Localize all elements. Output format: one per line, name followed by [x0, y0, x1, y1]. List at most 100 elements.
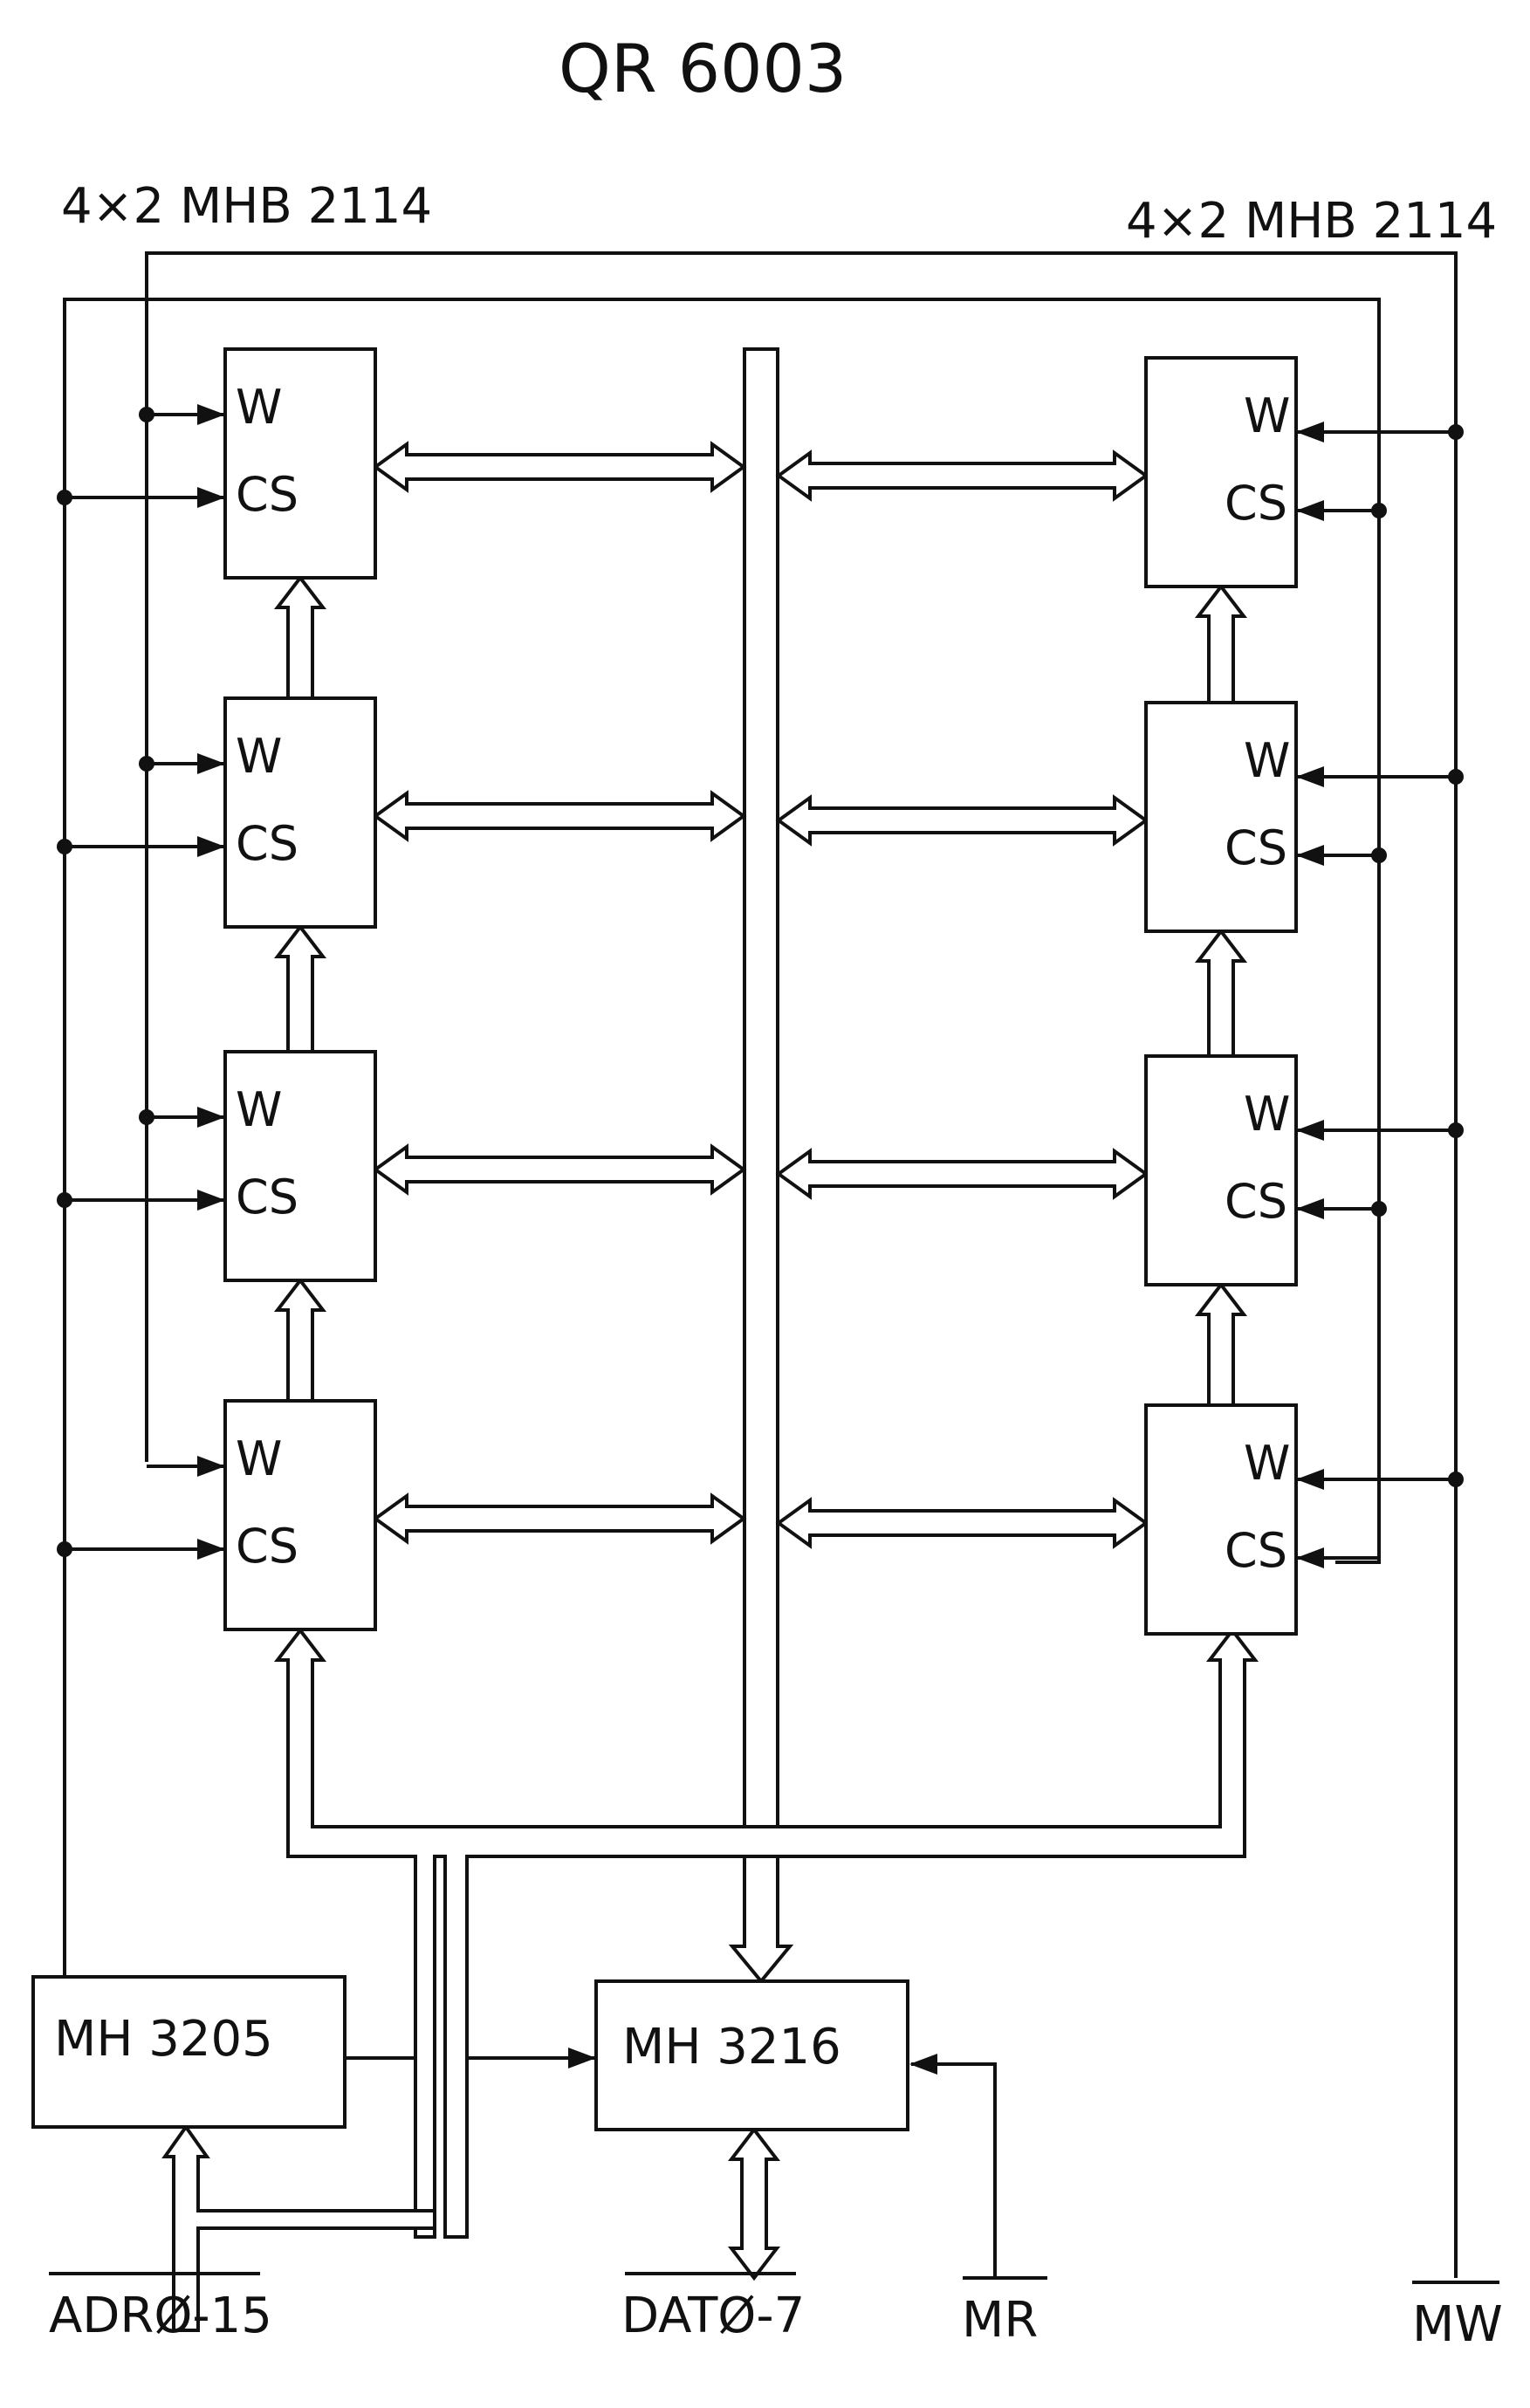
- mr-wire: [911, 2062, 997, 2278]
- cs-junction-dot: [57, 839, 72, 854]
- memory-chip-body: [1144, 1403, 1298, 1636]
- cs-arrowhead: [1296, 845, 1324, 866]
- memory-chip-body: [1144, 701, 1298, 933]
- right-chip-data-arrow: [775, 449, 1149, 502]
- left-memory-chip: W CS: [223, 696, 377, 929]
- right-memory-chip: W CS: [1144, 1403, 1298, 1636]
- w-junction-dot: [1448, 424, 1464, 440]
- mw-line: [145, 251, 1458, 2278]
- adr-input-bus: [161, 2123, 436, 2332]
- pin-cs-label: CS: [236, 1519, 298, 1574]
- pin-cs-label: CS: [1225, 476, 1287, 531]
- cs-junction-dot: [57, 1541, 72, 1557]
- buffer-chip: MH 3216: [594, 1979, 909, 2131]
- central-data-bus: [728, 347, 794, 1985]
- signal-memory-write-label: MW: [1412, 2296, 1503, 2353]
- cs-arrowhead: [197, 836, 225, 857]
- pin-w-label: W: [1244, 1436, 1290, 1491]
- right-address-bus-segment: [1194, 1281, 1248, 1407]
- memory-chip-body: [223, 1399, 377, 1631]
- right-memory-chip: W CS: [1144, 1054, 1298, 1286]
- cs-arrowhead: [1296, 1547, 1324, 1568]
- pin-cs-label: CS: [1225, 1523, 1287, 1578]
- decoder-chip-label: MH 3205: [54, 2011, 273, 2068]
- cs-arrowhead: [197, 487, 225, 508]
- pin-cs-label: CS: [236, 467, 298, 522]
- pin-w-label: W: [1244, 388, 1290, 443]
- cs-arrowhead: [1296, 500, 1324, 521]
- signal-memory-read: MR: [962, 2276, 1047, 2349]
- diagram-title: QR 6003: [559, 30, 847, 107]
- w-junction-dot: [1448, 1122, 1464, 1138]
- left-group-label: 4×2 MHB 2114: [61, 178, 432, 235]
- cs-junction-dot: [57, 1192, 72, 1208]
- left-address-bus-segment: [273, 923, 327, 1053]
- bus-lines: [161, 347, 1259, 2332]
- w-arrowhead: [1296, 1469, 1324, 1490]
- left-address-bus-segment: [273, 1277, 327, 1403]
- w-arrowhead: [1296, 1120, 1324, 1141]
- signal-memory-write: MW: [1412, 2281, 1503, 2353]
- cs-junction-dot: [1371, 503, 1387, 518]
- left-memory-chip: W CS: [223, 1399, 377, 1631]
- pin-w-label: W: [236, 380, 282, 435]
- w-junction-dot: [139, 407, 154, 422]
- decoder-chip: MH 3205: [31, 1975, 346, 2129]
- w-arrowhead: [197, 1107, 225, 1128]
- left-chip-data-arrow: [372, 1492, 747, 1545]
- left-chip-data-arrow: [372, 441, 747, 493]
- left-chip-data-arrow: [372, 790, 747, 842]
- right-group-label: 4×2 MHB 2114: [1126, 193, 1497, 250]
- dat-output-bus: [727, 2126, 781, 2281]
- w-arrowhead: [197, 1456, 225, 1477]
- memory-chip-body: [1144, 1054, 1298, 1286]
- w-arrowhead: [1296, 766, 1324, 787]
- memory-chips: W CS W CS W CS W CS W CS W CS W CS W CS: [223, 347, 1298, 1636]
- pin-w-label: W: [236, 1082, 282, 1137]
- control-wires: [57, 251, 1464, 2278]
- left-address-bus-segment: [273, 574, 327, 700]
- w-arrowhead: [1296, 422, 1324, 442]
- w-junction-dot: [1448, 1472, 1464, 1487]
- memory-chip-body: [1144, 356, 1298, 588]
- mr-arrowhead: [909, 2054, 937, 2075]
- cs-arrowhead: [1296, 1198, 1324, 1219]
- cs-junction-dot: [1371, 847, 1387, 863]
- right-chip-data-arrow: [775, 794, 1149, 847]
- signal-address-bus-label: ADRØ-15: [49, 2288, 272, 2344]
- cs-arrowhead: [197, 1539, 225, 1560]
- pin-cs-label: CS: [236, 1170, 298, 1225]
- w-junction-dot: [1448, 769, 1464, 785]
- memory-chip-body: [223, 347, 377, 580]
- left-chip-data-arrow: [372, 1143, 747, 1196]
- right-memory-chip: W CS: [1144, 356, 1298, 588]
- pin-w-label: W: [236, 1431, 282, 1486]
- left-memory-chip: W CS: [223, 1050, 377, 1282]
- left-memory-chip: W CS: [223, 347, 377, 580]
- right-chip-data-arrow: [775, 1148, 1149, 1200]
- cs-arrowhead: [197, 1190, 225, 1211]
- pin-cs-label: CS: [1225, 820, 1287, 875]
- memory-chip-body: [223, 1050, 377, 1282]
- cs-junction-dot: [1371, 1201, 1387, 1217]
- right-memory-chip: W CS: [1144, 701, 1298, 933]
- memory-chip-body: [223, 696, 377, 929]
- pin-cs-label: CS: [236, 816, 298, 871]
- signal-memory-read-label: MR: [962, 2292, 1038, 2349]
- pin-w-label: W: [1244, 1087, 1290, 1142]
- pin-w-label: W: [236, 729, 282, 784]
- pin-w-label: W: [1244, 733, 1290, 788]
- w-arrowhead: [197, 753, 225, 774]
- signal-data-bus-label: DATØ-7: [621, 2288, 805, 2344]
- w-junction-dot: [139, 756, 154, 772]
- buffer-chip-label: MH 3216: [622, 2019, 841, 2075]
- cs-line: [63, 298, 1381, 1977]
- pin-cs-label: CS: [1225, 1174, 1287, 1229]
- w-junction-dot: [139, 1109, 154, 1125]
- signal-address-bus: ADRØ-15: [49, 2272, 272, 2344]
- address-bus-distribution: [273, 1627, 1259, 2239]
- right-chip-data-arrow: [775, 1497, 1149, 1549]
- right-address-bus-segment: [1194, 928, 1248, 1058]
- signal-data-bus: DATØ-7: [621, 2272, 805, 2344]
